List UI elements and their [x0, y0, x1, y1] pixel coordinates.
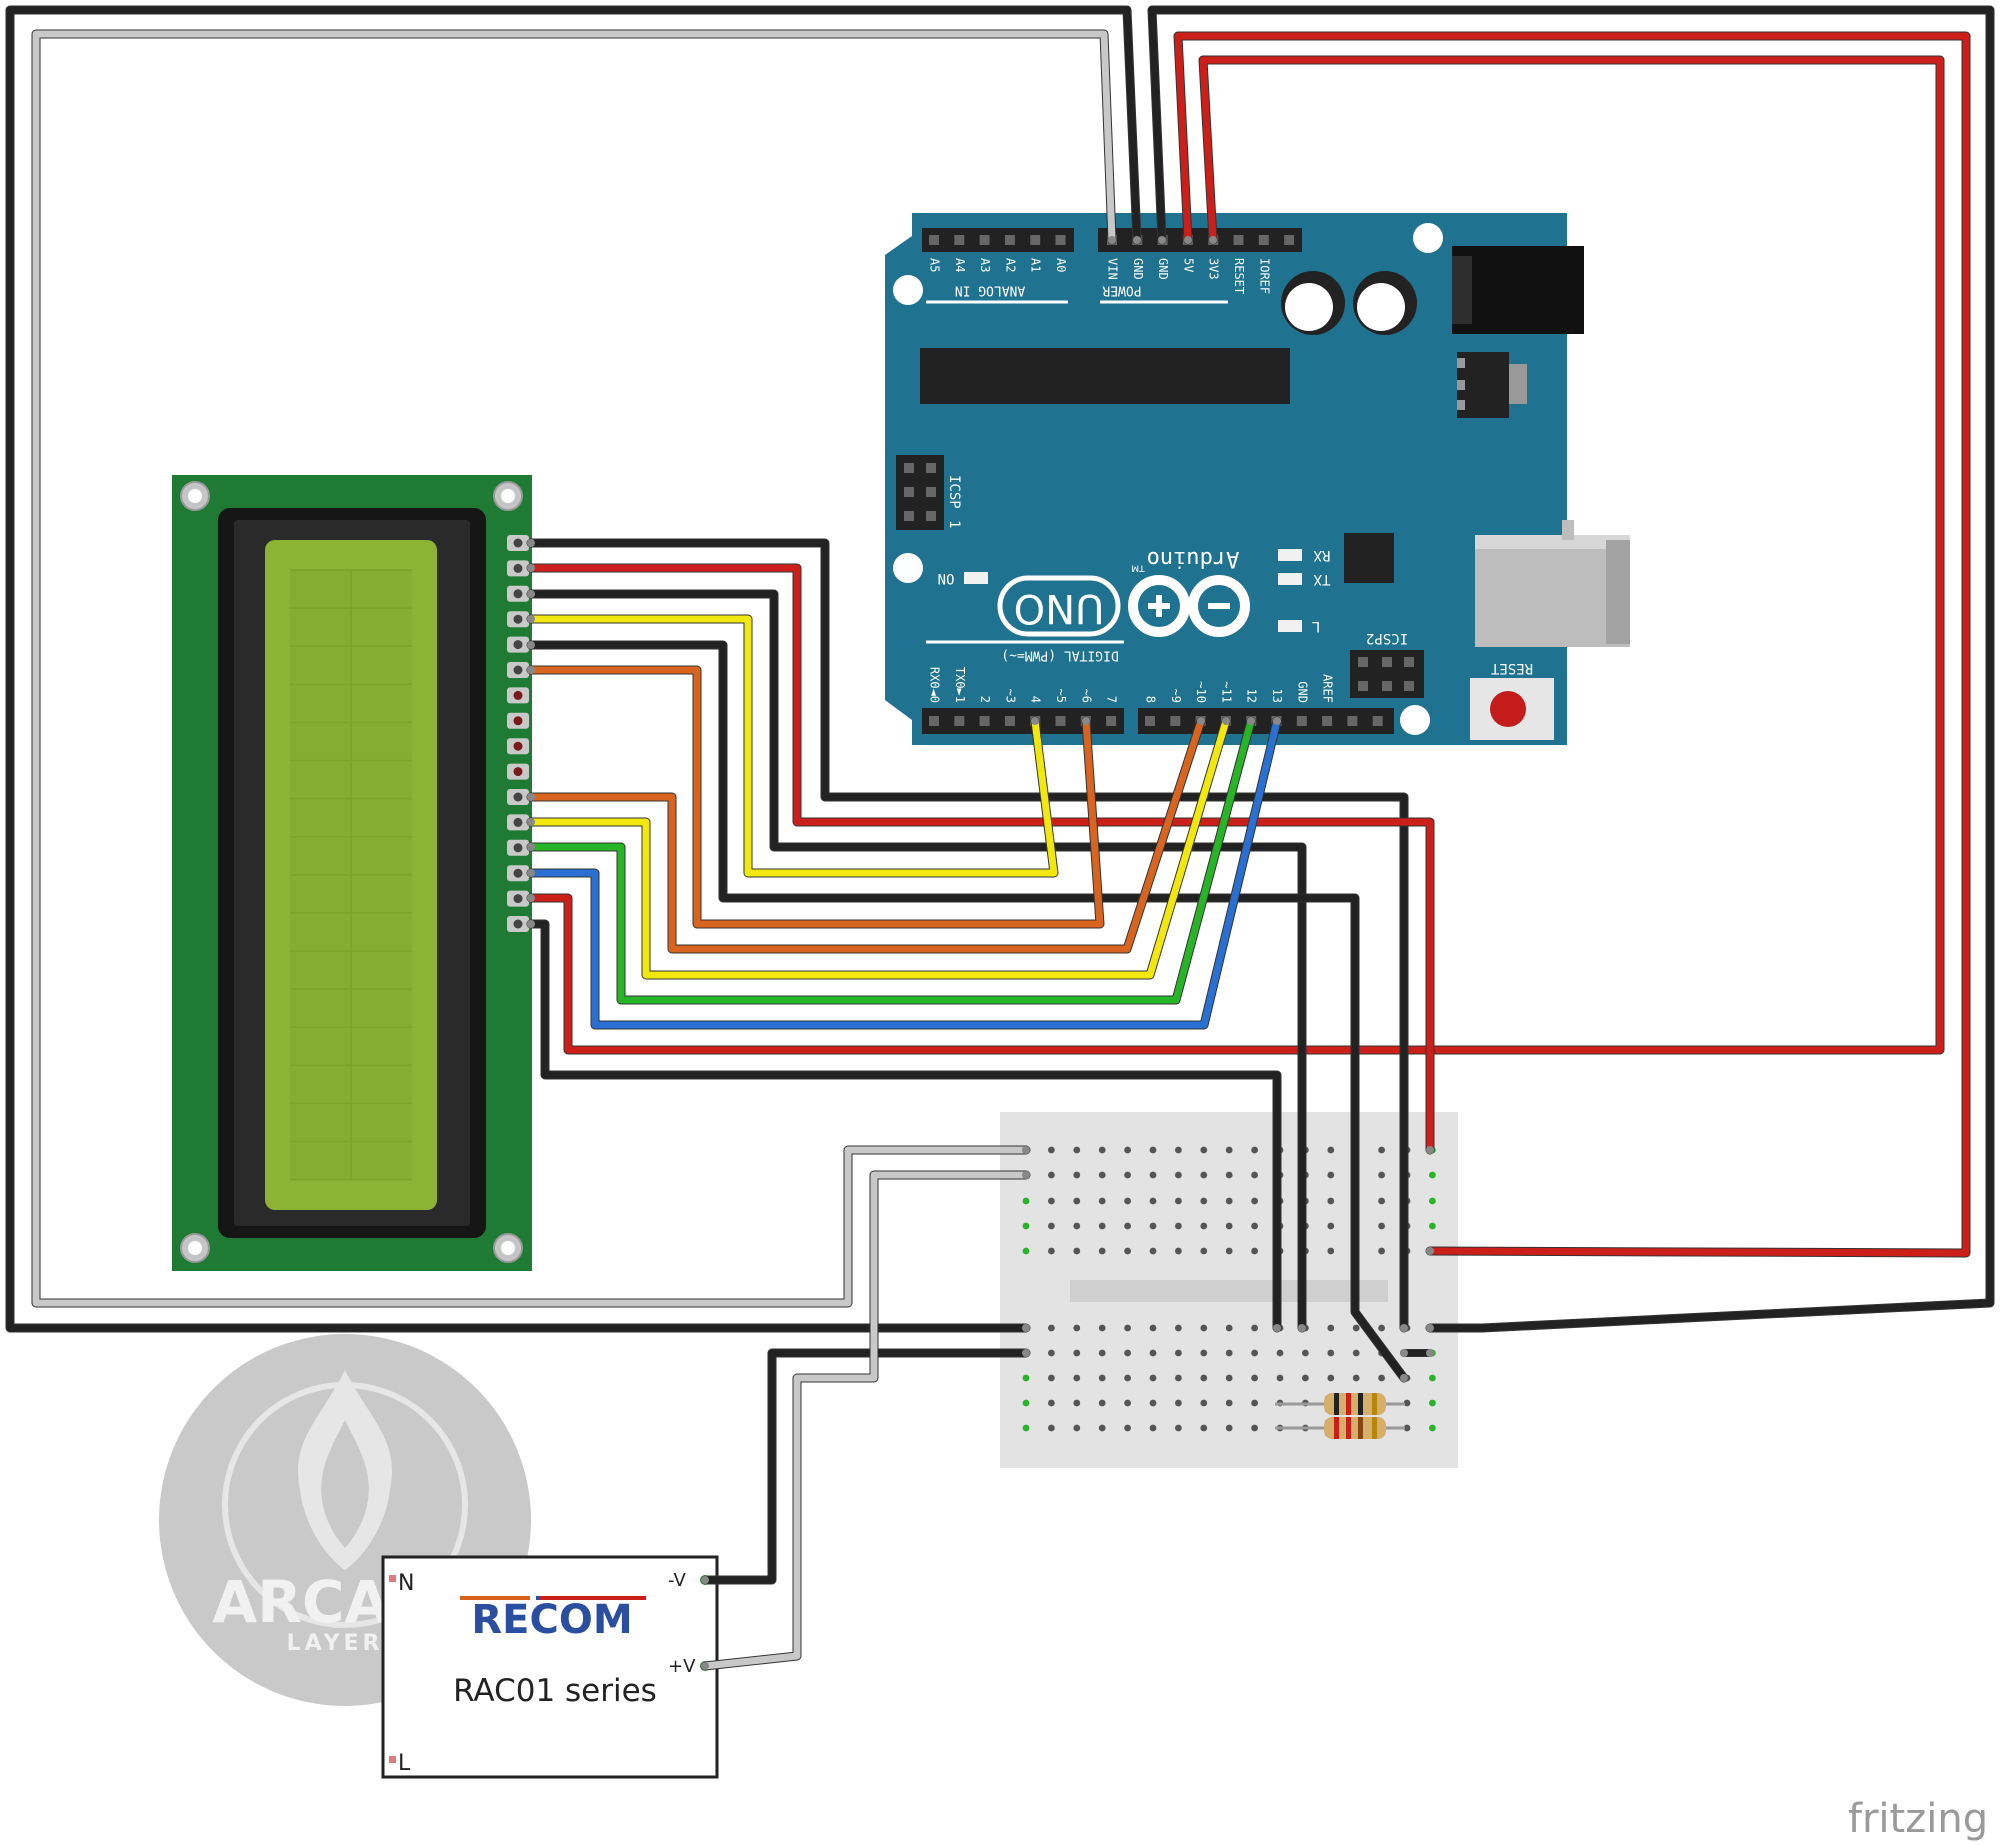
digital-pin-label: 8 — [1144, 696, 1158, 703]
icsp-header — [896, 455, 944, 530]
breadboard — [1000, 1112, 1458, 1468]
power-pin-label: RESET — [1232, 258, 1246, 294]
on-led — [964, 572, 988, 584]
arduino-brand: Arduino — [1147, 546, 1240, 571]
analog-pin-label: A3 — [978, 258, 992, 272]
pin-n-label: N — [398, 1571, 414, 1596]
digital-pin-label: TX0►1 — [953, 667, 967, 703]
infinity-icon — [1128, 575, 1250, 637]
capacitors — [1281, 271, 1417, 335]
module-series: RAC01 series — [453, 1673, 657, 1709]
digital-pin-label: 4 — [1029, 696, 1043, 703]
status-chip — [1344, 533, 1394, 583]
recom-logo: RECOM — [471, 1597, 632, 1643]
watermark-sub: LAYERS — [287, 1631, 404, 1656]
digital-pin-label: 7 — [1105, 696, 1119, 703]
resistor-1 — [1275, 1393, 1405, 1415]
analog-header-label: ANALOG IN — [955, 283, 1025, 298]
pin-l-label: L — [398, 1751, 411, 1776]
icsp-pin-label: 1 — [946, 520, 962, 528]
l-led — [1278, 620, 1302, 632]
arduino-board: UNO Arduino TM A5 A4 A3 A2 A1 A0 VIN GND GND 5V 3V… — [885, 213, 1630, 745]
digital-pin-label: ~5 — [1054, 689, 1068, 703]
pin-neg-label: -V — [668, 1570, 686, 1591]
reset-button — [1470, 678, 1554, 740]
digital-pin-label: ~6 — [1079, 689, 1093, 703]
voltage-regulator — [1457, 352, 1527, 418]
digital-pin-label: ~9 — [1169, 689, 1183, 703]
lcd-display — [172, 475, 532, 1271]
digital-pin-label: 13 — [1270, 689, 1284, 703]
analog-pin-label: A5 — [928, 258, 942, 272]
power-pin-label: GND — [1131, 258, 1145, 280]
analog-pin-label: A4 — [953, 258, 967, 272]
digital-pin-label: ~10 — [1194, 681, 1208, 703]
digital-pin-label: 2 — [978, 696, 992, 703]
digital-pin-label: RX0◄0 — [928, 667, 942, 703]
tx-led — [1278, 573, 1302, 585]
digital-pin-label: ~11 — [1219, 681, 1233, 703]
resistors — [1275, 1393, 1405, 1439]
arduino-logo: UNO Arduino TM — [997, 546, 1250, 637]
digital-pin-label: ~3 — [1003, 689, 1017, 703]
reset-label: RESET — [1490, 660, 1533, 676]
mounting-holes — [180, 481, 523, 1263]
uno-label: UNO — [1014, 585, 1105, 631]
resistor-2 — [1275, 1417, 1405, 1439]
l-label: L — [1312, 618, 1320, 634]
pin-pos-label: +V — [668, 1656, 696, 1677]
icsp2-label: ICSP2 — [1366, 630, 1408, 646]
on-label: ON — [938, 570, 955, 586]
microcontroller-chip — [920, 348, 1290, 404]
power-pin-label: 5V — [1181, 258, 1195, 272]
power-pin-label: GND — [1156, 258, 1170, 280]
icsp2-header — [1350, 650, 1424, 698]
digital-header-label: DIGITAL (PWM=~) — [1001, 648, 1118, 663]
rx-led — [1278, 549, 1302, 561]
tx-label: TX — [1313, 571, 1330, 587]
lcd-pin-header — [507, 535, 529, 932]
fritzing-credit: fritzing — [1848, 1796, 1988, 1842]
usb-connector — [1475, 520, 1630, 647]
wires — [5, 5, 1995, 1671]
power-header-label: POWER — [1102, 283, 1141, 298]
digital-pin-label: AREF — [1321, 674, 1335, 703]
icsp-label: ICSP — [946, 475, 962, 509]
power-module: RECOM RAC01 series N L -V +V — [381, 1555, 719, 1779]
digital-pin-label: GND — [1295, 681, 1309, 703]
power-pin-label: IOREF — [1257, 258, 1271, 294]
trademark-label: TM — [1131, 563, 1145, 573]
analog-pin-label: A2 — [1003, 258, 1017, 272]
dc-power-jack — [1452, 246, 1584, 334]
power-pin-label: 3V3 — [1207, 258, 1221, 280]
analog-pin-label: A0 — [1054, 258, 1068, 272]
rx-label: RX — [1313, 547, 1330, 563]
power-pin-label: VIN — [1106, 258, 1120, 280]
analog-pin-label: A1 — [1029, 258, 1043, 272]
digital-pin-label: 12 — [1245, 689, 1259, 703]
